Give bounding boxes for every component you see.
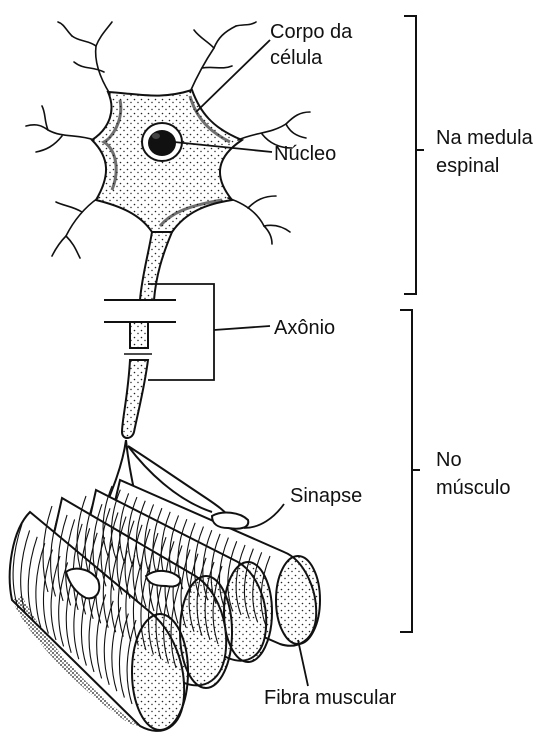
label-spinal-line1: Na medula	[436, 126, 533, 150]
muscle-fiber-leader	[298, 640, 308, 686]
label-muscle-line1: No	[436, 448, 462, 472]
label-muscle-fiber: Fibra muscular	[264, 686, 396, 710]
label-cell-body-line1: Corpo da	[270, 20, 352, 44]
label-nucleus: Núcleo	[274, 142, 336, 166]
synapse-leader	[244, 504, 284, 528]
label-muscle-line2: músculo	[436, 476, 510, 500]
muscle-bracket	[400, 310, 412, 632]
cell-body-leader	[196, 40, 270, 112]
brackets	[400, 16, 424, 632]
label-synapse: Sinapse	[290, 484, 362, 508]
label-spinal-line2: espinal	[436, 154, 499, 178]
axon	[104, 232, 214, 438]
label-axon: Axônio	[274, 316, 335, 340]
axon-leader	[214, 326, 270, 330]
spinal-bracket	[404, 16, 416, 294]
label-cell-body-line2: célula	[270, 46, 322, 70]
